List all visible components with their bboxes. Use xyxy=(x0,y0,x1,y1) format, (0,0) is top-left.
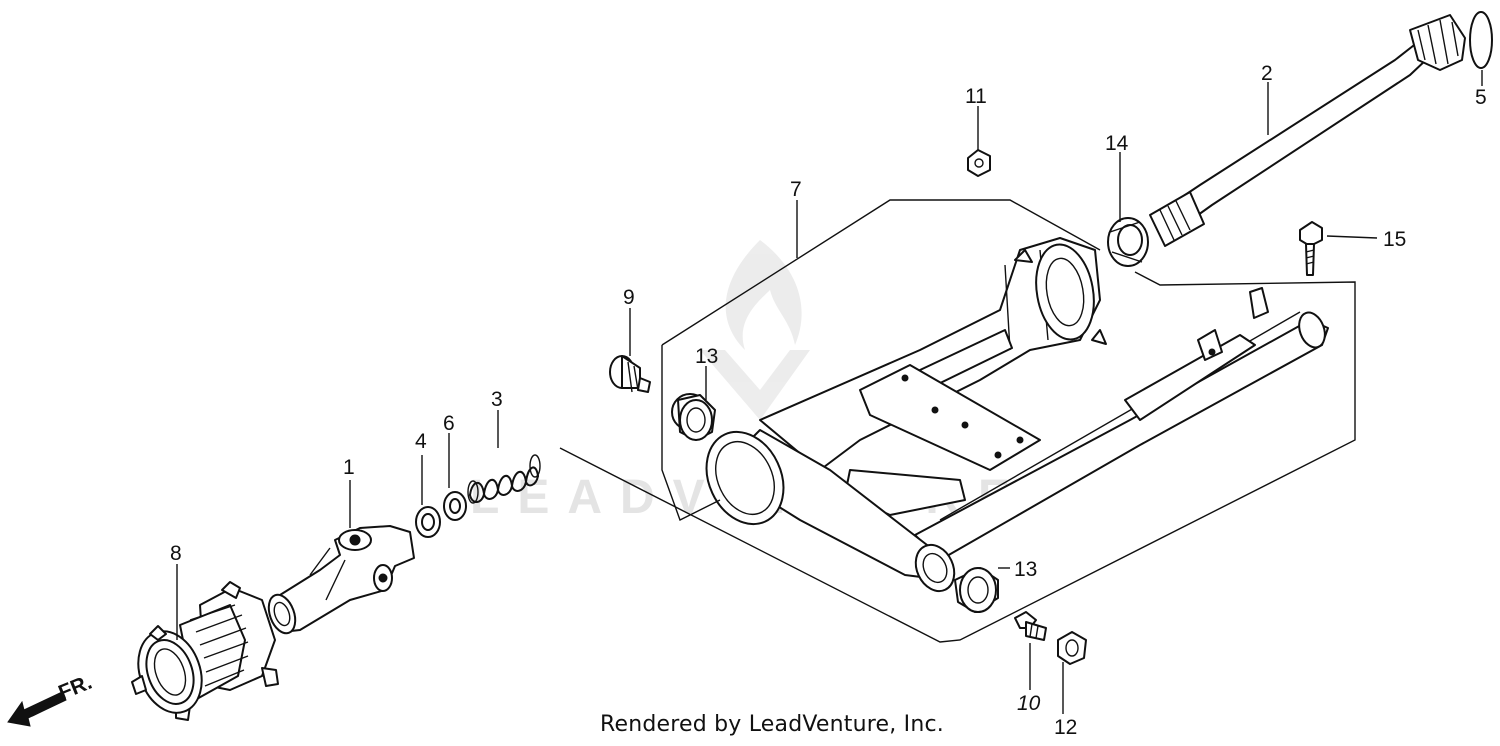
front-direction-arrow-icon xyxy=(7,691,67,727)
part-3-spring xyxy=(467,454,541,504)
part-9-plug xyxy=(609,355,651,393)
part-8-drive-housing xyxy=(131,581,279,721)
part-5-circlip xyxy=(1469,11,1493,69)
callout-4: 4 xyxy=(415,430,427,453)
part-15-bolt xyxy=(1299,221,1323,276)
part-10-adjuster xyxy=(1014,611,1047,641)
callout-15: 15 xyxy=(1383,228,1406,251)
leadventure-watermark-icon xyxy=(700,240,810,420)
part-1-universal-joint xyxy=(267,525,415,635)
part-6-washer xyxy=(443,491,467,521)
callout-10: 10 xyxy=(1017,692,1041,715)
callout-14: 14 xyxy=(1105,132,1129,155)
part-14-seal xyxy=(1107,217,1149,267)
callout-7: 7 xyxy=(790,178,802,201)
callout-13-upper: 13 xyxy=(695,345,718,368)
direction-label: FR. xyxy=(55,671,95,705)
leader-lines xyxy=(176,70,1483,714)
part-13-bearing-lower xyxy=(954,567,999,613)
callout-13-lower: 13 xyxy=(1014,558,1037,581)
part-11-nut xyxy=(967,149,991,177)
part-4-washer xyxy=(415,506,441,538)
callout-3: 3 xyxy=(491,388,503,411)
part-12-locknut xyxy=(1057,631,1087,665)
callout-5: 5 xyxy=(1475,86,1487,109)
callout-11: 11 xyxy=(965,85,987,108)
part-13-bearing-upper xyxy=(671,393,716,441)
credit-text: Rendered by LeadVenture, Inc. xyxy=(600,712,944,737)
callout-9: 9 xyxy=(623,286,635,309)
callout-12: 12 xyxy=(1054,716,1077,739)
callout-2: 2 xyxy=(1261,62,1273,85)
part-2-drive-shaft xyxy=(1149,14,1466,247)
part-7-swing-arm xyxy=(559,199,1356,643)
callout-1: 1 xyxy=(343,456,355,479)
callout-8: 8 xyxy=(170,542,182,565)
callout-6: 6 xyxy=(443,412,455,435)
